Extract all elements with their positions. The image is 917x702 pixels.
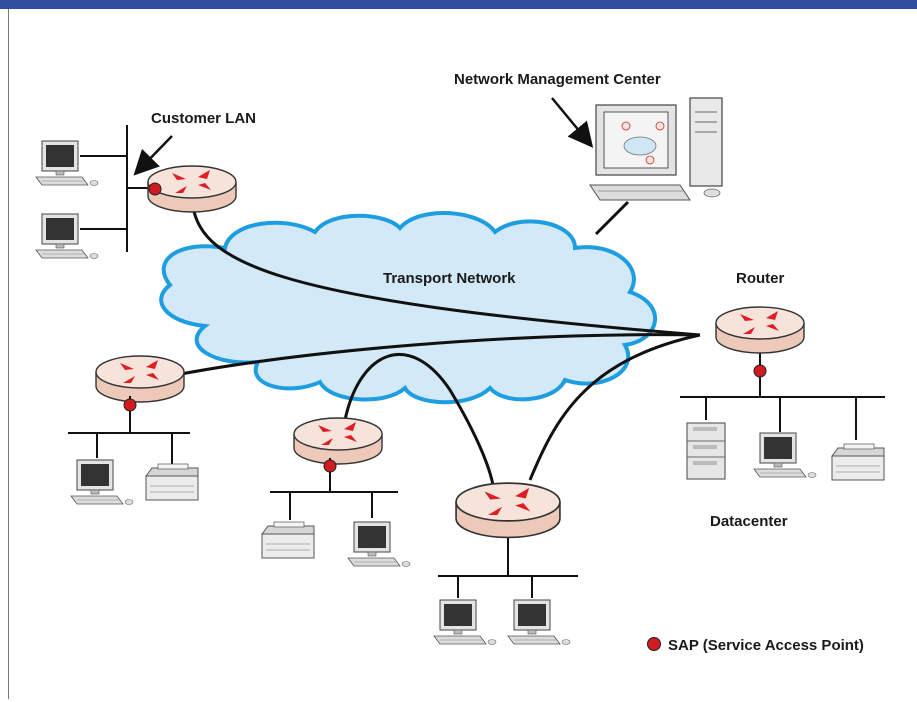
- sap-dot-icon: [123, 398, 137, 412]
- label-router: Router: [736, 270, 784, 287]
- pc-icon: [507, 599, 571, 645]
- legend-sap-label: SAP (Service Access Point): [668, 637, 864, 654]
- printer-icon: [145, 463, 199, 501]
- sap-dot-icon: [148, 182, 162, 196]
- link-mid-router-to-bottom: [343, 352, 495, 486]
- link-left-router-to-router: [159, 333, 701, 380]
- pc-icon: [35, 213, 99, 259]
- pc-icon: [347, 521, 411, 567]
- bottom-site: [433, 482, 578, 645]
- left-frame-rule: [8, 9, 9, 699]
- nmc-arrow: [551, 97, 594, 148]
- left-site: [68, 355, 199, 505]
- link-bottom-to-router: [528, 333, 701, 481]
- router-icon: [715, 306, 805, 354]
- datacenter-site: [680, 306, 885, 481]
- transport-network-cloud: [159, 210, 658, 405]
- customer-lan-arrow: [133, 135, 173, 176]
- network-management-center: [589, 97, 723, 201]
- legend: SAP (Service Access Point): [647, 637, 864, 654]
- sap-dot-icon: [753, 364, 767, 378]
- sap-dot-icon: [647, 637, 661, 651]
- label-transport-network: Transport Network: [383, 270, 516, 287]
- pc-icon: [35, 140, 99, 186]
- link-nmc-to-cloud: [594, 200, 630, 236]
- router-icon: [293, 417, 383, 465]
- label-customer-lan: Customer LAN: [151, 110, 256, 127]
- label-network-management-center: Network Management Center: [454, 71, 661, 88]
- middle-site: [261, 417, 411, 567]
- server-icon: [686, 422, 726, 480]
- customer-lan: [35, 125, 237, 259]
- pc-icon: [70, 459, 134, 505]
- router-icon: [455, 482, 561, 539]
- router-icon: [95, 355, 185, 403]
- top-color-bar: [0, 0, 917, 9]
- pc-icon: [753, 432, 817, 478]
- printer-icon: [261, 521, 315, 559]
- link-customer-to-router: [190, 199, 701, 337]
- pc-icon: [433, 599, 497, 645]
- label-datacenter: Datacenter: [710, 513, 788, 530]
- printer-icon: [831, 443, 885, 481]
- sap-dot-icon: [323, 459, 337, 473]
